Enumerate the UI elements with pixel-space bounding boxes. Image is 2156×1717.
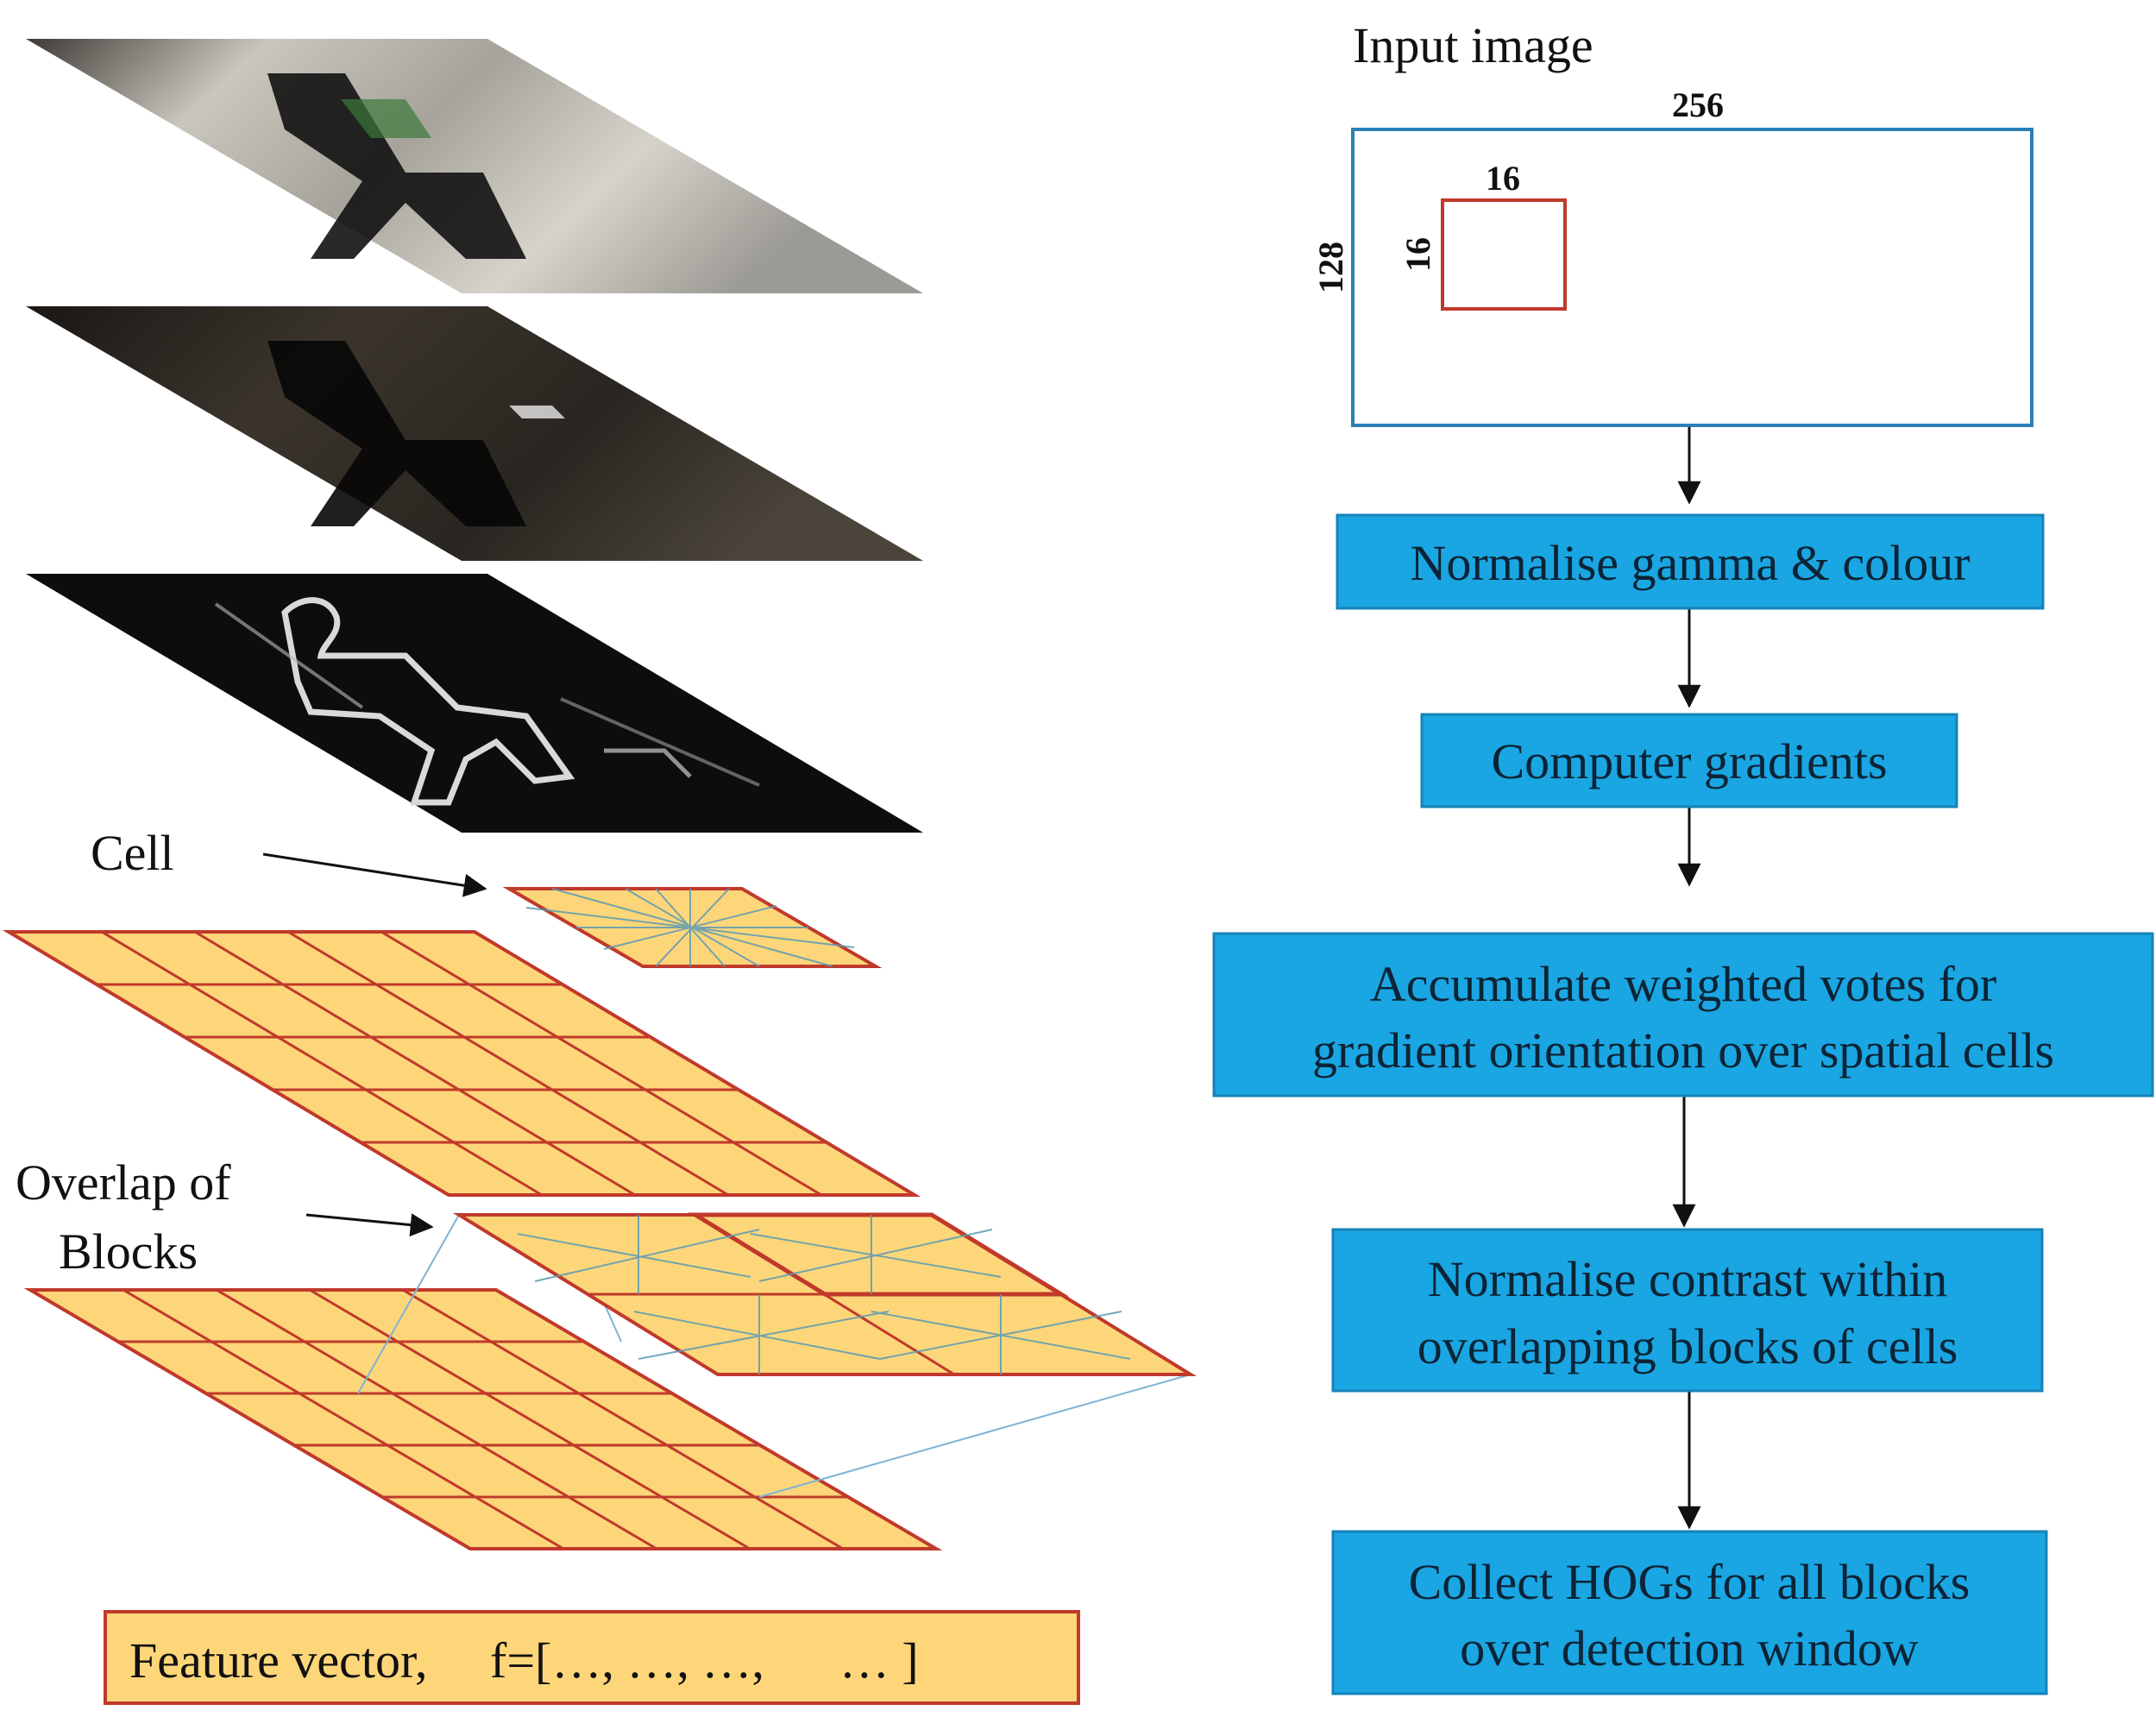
gradient-magnitude-layer	[26, 574, 923, 833]
step-normalise-contrast: Normalise contrast within overlapping bl…	[1331, 1228, 2044, 1393]
cell-grid-lower	[23, 1288, 943, 1550]
overlap-label-line1: Overlap of	[16, 1154, 231, 1211]
step-compute-gradients-text: Computer gradients	[1491, 733, 1887, 789]
input-photo-layer	[26, 39, 923, 293]
input-width-label: 256	[1672, 85, 1724, 124]
step-compute-gradients: Computer gradients	[1420, 713, 1958, 808]
step-collect-hogs: Collect HOGs for all blocks over detecti…	[1331, 1530, 2048, 1695]
feature-vector-box	[104, 1610, 1080, 1705]
input-image-frame	[1351, 128, 2033, 427]
cell-grid-upper	[2, 930, 921, 1197]
step-normalise-gamma: Normalise gamma & colour	[1336, 513, 2045, 610]
cell-window	[1441, 198, 1567, 311]
step-normalise-contrast-line2: overlapping blocks of cells	[1417, 1318, 1958, 1374]
overlap-label-line2: Blocks	[59, 1223, 198, 1280]
cell-arrow	[262, 852, 487, 897]
gamma-normalised-layer	[26, 306, 923, 561]
input-height-label: 128	[1311, 242, 1350, 293]
cell-height-label: 16	[1399, 237, 1437, 272]
step-accumulate-votes-line1: Accumulate weighted votes for	[1370, 956, 1996, 1012]
step-normalise-gamma-text: Normalise gamma & colour	[1410, 535, 1970, 591]
overlapping-blocks	[452, 1212, 1197, 1376]
step-collect-hogs-line1: Collect HOGs for all blocks	[1409, 1554, 1971, 1610]
step-accumulate-votes-line2: gradient orientation over spatial cells	[1312, 1022, 2054, 1079]
input-image-label: Input image	[1353, 17, 1593, 73]
cell-width-label: 16	[1486, 159, 1520, 198]
cell-label: Cell	[91, 825, 174, 881]
step-collect-hogs-line2: over detection window	[1460, 1620, 1919, 1676]
step-accumulate-votes: Accumulate weighted votes for gradient o…	[1212, 932, 2154, 1097]
overlap-arrow	[305, 1213, 434, 1237]
step-normalise-contrast-line1: Normalise contrast within	[1428, 1251, 1947, 1307]
flow-arrows	[1672, 427, 1701, 1530]
cell-histogram	[502, 887, 883, 968]
feature-vector-label: Feature vector, f=[…, …, …, … ]	[129, 1632, 919, 1689]
